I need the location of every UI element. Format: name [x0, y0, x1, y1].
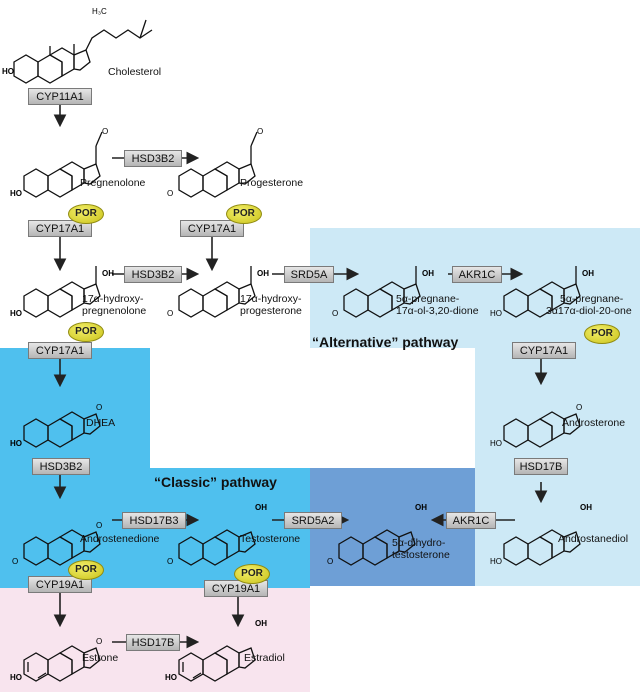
17-hydroxyprogesterone-structure: OH O — [167, 266, 269, 318]
svg-text:O: O — [102, 127, 108, 136]
label-17oh-progesterone-1: 17α-hydroxy- — [240, 293, 302, 305]
label-estrone: Estrone — [82, 652, 119, 664]
label-testosterone: Testosterone — [240, 533, 301, 545]
enzyme-hsd3b2-a: HSD3B2 — [124, 150, 182, 167]
label-17oh-pregnenolone-1: 17α-hydroxy- — [82, 293, 144, 305]
label-pregnane-dione-2: 17α-ol-3,20-dione — [396, 305, 479, 317]
svg-text:OH: OH — [422, 269, 434, 278]
enzyme-cyp19a1-a: CYP19A1 — [28, 576, 92, 593]
pregnane-dione-structure: OH O — [332, 266, 434, 318]
estradiol-structure: OH HO — [165, 619, 267, 682]
por-cofactor-1: POR — [68, 204, 104, 224]
svg-text:H₃C: H₃C — [92, 7, 107, 16]
por-cofactor-5: POR — [68, 560, 104, 580]
label-estradiol: Estradiol — [244, 652, 285, 664]
label-17oh-progesterone-2: progesterone — [240, 305, 302, 317]
svg-text:OH: OH — [415, 503, 427, 512]
enzyme-akr1c-a: AKR1C — [452, 266, 502, 283]
svg-text:OH: OH — [102, 269, 114, 278]
svg-text:O: O — [96, 637, 102, 646]
pregnane-diol-structure: OH HO — [490, 266, 594, 318]
enzyme-hsd3b2-b: HSD3B2 — [124, 266, 182, 283]
svg-text:OH: OH — [255, 503, 267, 512]
svg-text:OH: OH — [582, 269, 594, 278]
enzyme-srd5a: SRD5A — [284, 266, 334, 283]
label-pregnenolone: Pregnenolone — [80, 177, 146, 189]
svg-text:O: O — [12, 557, 18, 566]
androstanediol-structure: OH HO — [490, 503, 592, 566]
label-pregnane-dione-1: 5α-pregnane- — [396, 293, 460, 305]
svg-text:O: O — [96, 521, 102, 530]
svg-text:O: O — [257, 127, 263, 136]
label-androstanediol: Androstanediol — [558, 533, 629, 545]
svg-text:O: O — [167, 309, 173, 318]
label-androstenedione: Androstenedione — [80, 533, 160, 545]
por-cofactor-2: POR — [226, 204, 262, 224]
svg-text:HO: HO — [10, 309, 22, 318]
label-progesterone: Progesterone — [240, 177, 304, 189]
pregnenolone-structure: O HO — [10, 127, 108, 198]
dht-structure: OH O — [327, 503, 427, 566]
enzyme-hsd3b2-c: HSD3B2 — [32, 458, 90, 475]
svg-text:HO: HO — [2, 67, 14, 76]
enzyme-akr1c-b: AKR1C — [446, 512, 496, 529]
label-17oh-pregnenolone-2: pregnenolone — [82, 305, 147, 317]
classic-pathway-title: “Classic” pathway — [154, 474, 277, 490]
svg-text:O: O — [576, 403, 582, 412]
svg-text:HO: HO — [490, 309, 502, 318]
por-cofactor-6: POR — [234, 564, 270, 584]
enzyme-cyp17a1-a: CYP17A1 — [28, 220, 92, 237]
por-cofactor-3: POR — [68, 322, 104, 342]
enzyme-hsd17b3: HSD17B3 — [122, 512, 186, 529]
enzyme-cyp17a1-b: CYP17A1 — [180, 220, 244, 237]
enzyme-cyp19a1-b: CYP19A1 — [204, 580, 268, 597]
enzyme-cyp11a1: CYP11A1 — [28, 88, 92, 105]
progesterone-structure: O O — [167, 127, 263, 198]
enzyme-hsd17b: HSD17B — [514, 458, 568, 475]
label-cholesterol: Cholesterol — [108, 66, 162, 78]
cholesterol-structure: H₃C HO — [2, 7, 153, 84]
svg-text:O: O — [332, 309, 338, 318]
label-dht-1: 5α-dihydro- — [392, 537, 446, 549]
label-dht-2: testosterone — [392, 549, 450, 561]
svg-text:HO: HO — [490, 439, 502, 448]
svg-text:O: O — [96, 403, 102, 412]
17-hydroxypregnenolone-structure: OH HO — [10, 266, 114, 318]
label-pregnane-diol-2: 3α17α-diol-20-one — [546, 305, 632, 317]
svg-text:OH: OH — [255, 619, 267, 628]
testosterone-structure: OH O — [167, 503, 267, 566]
enzyme-hsd17b-b: HSD17B — [126, 634, 180, 651]
svg-text:O: O — [167, 189, 173, 198]
dhea-structure: O HO — [10, 403, 102, 448]
androsterone-structure: O HO — [490, 403, 582, 448]
svg-text:HO: HO — [10, 439, 22, 448]
label-dhea: DHEA — [86, 417, 116, 429]
alternative-pathway-cutout — [310, 348, 475, 468]
svg-text:HO: HO — [10, 673, 22, 682]
alternative-pathway-title: “Alternative” pathway — [312, 334, 459, 350]
androstenedione-structure: O O — [12, 521, 102, 566]
enzyme-srd5a2: SRD5A2 — [284, 512, 342, 529]
label-pregnane-diol-1: 5α-pregnane- — [560, 293, 624, 305]
svg-text:O: O — [167, 557, 173, 566]
enzyme-cyp17a1-d: CYP17A1 — [512, 342, 576, 359]
svg-text:HO: HO — [165, 673, 177, 682]
label-androsterone: Androsterone — [562, 417, 626, 429]
svg-text:O: O — [327, 557, 333, 566]
por-cofactor-4: POR — [584, 324, 620, 344]
svg-text:HO: HO — [10, 189, 22, 198]
enzyme-cyp17a1-c: CYP17A1 — [28, 342, 92, 359]
svg-text:HO: HO — [490, 557, 502, 566]
svg-text:OH: OH — [257, 269, 269, 278]
svg-text:OH: OH — [580, 503, 592, 512]
estrone-structure: O HO — [10, 637, 102, 682]
